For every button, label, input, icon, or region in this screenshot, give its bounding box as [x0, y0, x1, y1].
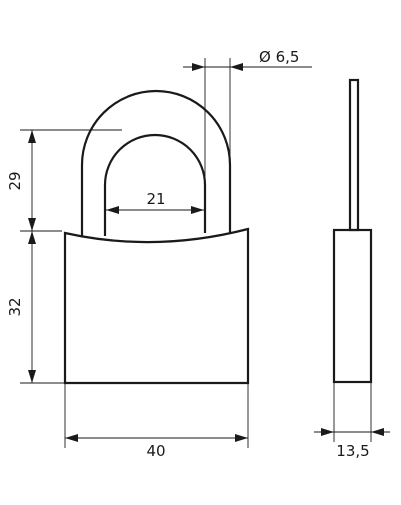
dimension-shackle-inner-width: 21: [106, 190, 204, 214]
padlock-front-view: [63, 89, 250, 385]
padlock-side-view: [332, 78, 373, 384]
shackle-inner-outline: [103, 133, 207, 236]
side-shackle-outline: [348, 78, 360, 232]
body-width-label: 40: [146, 442, 165, 460]
shackle-height-label: 29: [6, 171, 24, 190]
dimension-body-height: 32: [6, 231, 65, 384]
body-height-label: 32: [6, 297, 24, 316]
arrowhead: [192, 63, 205, 71]
body-thickness-label: 13,5: [336, 442, 369, 460]
arrowhead: [230, 63, 243, 71]
arrowhead: [235, 434, 248, 442]
arrowhead: [321, 428, 334, 436]
arrowhead: [28, 130, 36, 143]
shackle-outer-outline: [80, 89, 232, 236]
shackle-inner-width-label: 21: [146, 190, 165, 208]
side-body-outline: [332, 228, 373, 384]
arrowhead: [65, 434, 78, 442]
arrowhead: [28, 370, 36, 383]
arrowhead: [106, 206, 119, 214]
arrowhead: [371, 428, 384, 436]
dimension-shackle-diameter: Ø 6,5: [183, 48, 312, 233]
arrowhead: [28, 231, 36, 244]
arrowhead: [191, 206, 204, 214]
dimension-body-thickness: 13,5: [314, 383, 390, 460]
lock-body-outline: [63, 227, 250, 385]
dimension-body-width: 40: [64, 383, 249, 460]
arrowhead: [28, 218, 36, 231]
dimension-shackle-height: 29: [6, 129, 122, 232]
shackle-diameter-label: Ø 6,5: [259, 48, 299, 66]
